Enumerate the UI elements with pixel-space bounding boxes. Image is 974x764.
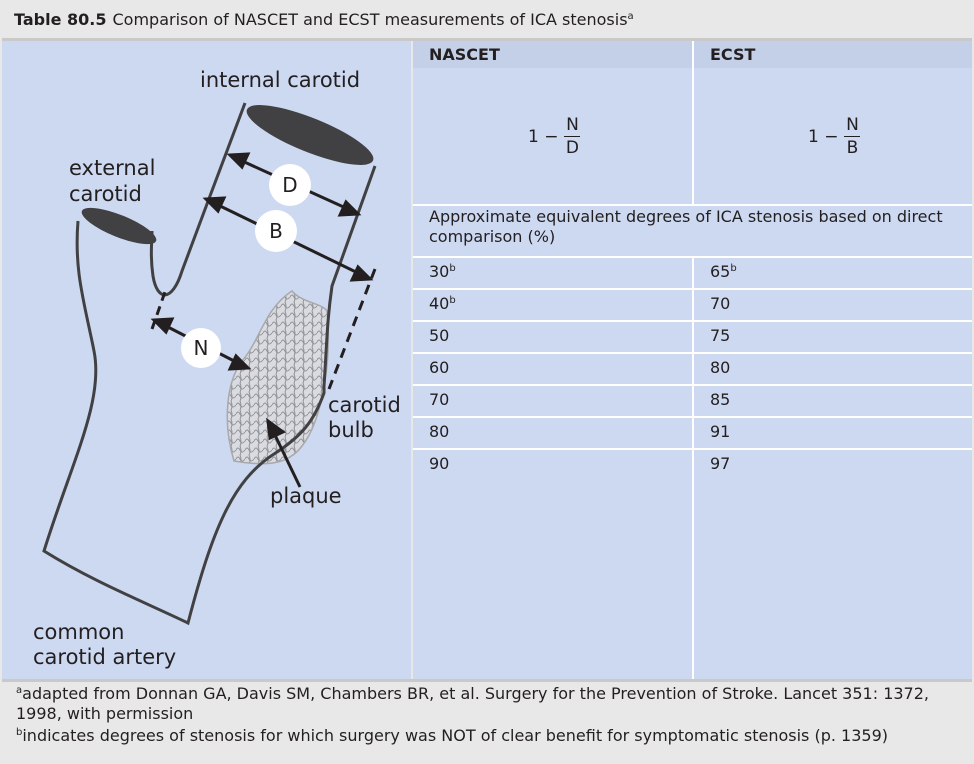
- marker-b-circle: [255, 210, 297, 252]
- table-title: Table 80.5 Comparison of NASCET and ECST …: [2, 2, 972, 38]
- row-divider: [413, 352, 972, 354]
- formula-nascet-denominator: D: [565, 138, 580, 158]
- table-subheader: Approximate equivalent degrees of ICA st…: [429, 207, 943, 246]
- cell-value: 80: [429, 422, 450, 441]
- title-rule: [2, 38, 972, 41]
- carotid-diagram-panel: D B N internal carotid external carotid …: [2, 41, 411, 679]
- cell-value: 80: [710, 358, 731, 377]
- row-divider: [413, 448, 972, 450]
- table-cell-ecst: 75: [694, 320, 972, 352]
- footnote-a-mark: a: [16, 685, 23, 696]
- cell-footnote-mark: b: [449, 263, 456, 274]
- footnote-b: bindicates degrees of stenosis for which…: [16, 726, 961, 746]
- external-carotid-cap: [81, 207, 157, 245]
- table-cell-nascet: 30b: [413, 256, 692, 288]
- formula-ecst-fraction: N B: [844, 115, 861, 158]
- table-cell-nascet: 90: [413, 448, 692, 480]
- label-bulb-line2: bulb: [328, 418, 374, 442]
- footnote-b-text: indicates degrees of stenosis for which …: [22, 726, 888, 745]
- footnote-a-text: adapted from Donnan GA, Davis SM, Chambe…: [16, 684, 929, 723]
- table-cell-ecst: 80: [694, 352, 972, 384]
- row-divider: [413, 384, 972, 386]
- marker-d: D: [282, 173, 297, 197]
- cell-value: 65: [710, 262, 731, 281]
- marker-b: B: [269, 219, 283, 243]
- row-divider: [413, 288, 972, 290]
- table-cell-ecst: 65b: [694, 256, 972, 288]
- formula-ecst-prefix: 1 −: [808, 126, 839, 147]
- internal-carotid-cap: [246, 105, 374, 165]
- carotid-diagram: D B N internal carotid external carotid …: [33, 68, 401, 669]
- cell-value: 40: [429, 294, 450, 313]
- cell-value: 97: [710, 454, 731, 473]
- label-common-line1: common: [33, 620, 124, 644]
- cell-value: 90: [429, 454, 450, 473]
- table-cell-nascet: 40b: [413, 288, 692, 320]
- fraction-bar: [844, 136, 861, 137]
- footnote-b-mark: b: [16, 727, 23, 738]
- table-cell-nascet: 80: [413, 416, 692, 448]
- comparison-table: NASCET ECST 1 − N D 1 − N B Approximate …: [413, 41, 972, 679]
- arrow-plaque: [266, 417, 302, 488]
- marker-n: N: [194, 336, 209, 360]
- label-bulb-line1: carotid: [328, 393, 401, 417]
- cell-footnote-mark: b: [730, 263, 737, 274]
- table-cell-ecst: 85: [694, 384, 972, 416]
- table-number: Table 80.5: [14, 10, 107, 29]
- header-nascet: NASCET: [413, 41, 692, 68]
- column-divider-top: [692, 41, 694, 204]
- cell-value: 91: [710, 422, 731, 441]
- label-external-line2: carotid: [69, 182, 142, 206]
- table-cell-ecst: 97: [694, 448, 972, 480]
- footnotes: aadapted from Donnan GA, Davis SM, Chamb…: [16, 684, 961, 748]
- table-cell-ecst: 91: [694, 416, 972, 448]
- cell-value: 70: [429, 390, 450, 409]
- marker-d-circle: [269, 164, 311, 206]
- formula-nascet-prefix: 1 −: [528, 126, 559, 147]
- formula-ecst: 1 − N B: [808, 115, 861, 158]
- cell-value: 70: [710, 294, 731, 313]
- table-cell-nascet: 50: [413, 320, 692, 352]
- title-footnote-mark: a: [627, 11, 634, 22]
- label-external-line1: external: [69, 156, 155, 180]
- label-common-line2: carotid artery: [33, 645, 176, 669]
- cell-value: 50: [429, 326, 450, 345]
- footer-rule: [2, 679, 972, 682]
- formula-nascet-fraction: N D: [564, 115, 581, 158]
- fraction-bar: [564, 136, 581, 137]
- table-cell-nascet: 60: [413, 352, 692, 384]
- table-cell-ecst: 70: [694, 288, 972, 320]
- plaque-region: [226, 290, 330, 465]
- formula-nascet-numerator: N: [566, 115, 579, 135]
- label-internal-carotid: internal carotid: [200, 68, 360, 92]
- row-divider: [413, 320, 972, 322]
- formula-nascet: 1 − N D: [528, 115, 581, 158]
- cell-value: 75: [710, 326, 731, 345]
- cell-value: 85: [710, 390, 731, 409]
- header-ecst: ECST: [694, 41, 972, 68]
- ecst-dashed-line: [327, 268, 377, 390]
- row-divider: [413, 204, 972, 206]
- formula-ecst-numerator: N: [846, 115, 859, 135]
- row-divider: [413, 256, 972, 258]
- cell-footnote-mark: b: [449, 295, 456, 306]
- table-title-text: Comparison of NASCET and ECST measuremen…: [112, 10, 628, 29]
- table-cell-nascet: 70: [413, 384, 692, 416]
- column-divider-bottom: [692, 256, 694, 679]
- cell-value: 60: [429, 358, 450, 377]
- formula-ecst-denominator: B: [846, 138, 859, 158]
- label-plaque: plaque: [270, 484, 342, 508]
- cell-value: 30: [429, 262, 450, 281]
- footnote-a: aadapted from Donnan GA, Davis SM, Chamb…: [16, 684, 961, 724]
- row-divider: [413, 416, 972, 418]
- marker-n-circle: [181, 328, 221, 368]
